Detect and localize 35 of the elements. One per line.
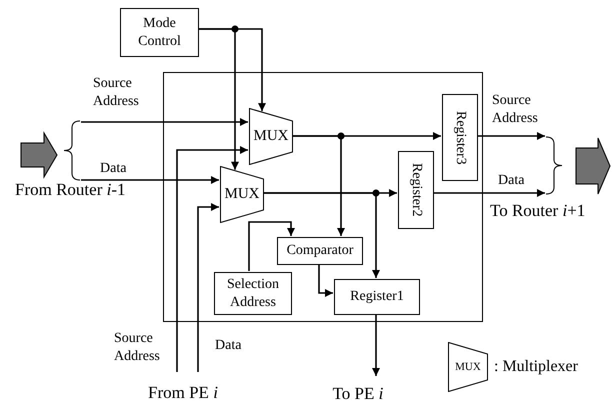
port-label: From PE i [148, 384, 218, 401]
arrow [292, 135, 345, 236]
multiplexer-legend-symbol: MUX [448, 342, 488, 392]
edge-label: Data [498, 172, 526, 190]
multiplexer-symbol: MUX [220, 166, 264, 223]
router-unit-frame [163, 72, 483, 322]
arrow [199, 28, 239, 170]
arrow [81, 118, 248, 126]
arrow [81, 176, 219, 184]
port-label: From Router i-1 [15, 181, 126, 198]
arrow [433, 189, 545, 197]
edge-label: Source Address [492, 92, 539, 128]
legend-text: : Multiplexer [494, 359, 578, 375]
arrow [372, 314, 380, 376]
process-box: Selection Address [214, 272, 292, 315]
arrow [477, 132, 545, 140]
arrow [197, 203, 219, 372]
brace [63, 120, 81, 181]
edge-label: Data [215, 337, 242, 355]
arrow [176, 146, 248, 372]
register-box: Register2 [398, 151, 434, 229]
arrow [318, 264, 333, 297]
edge-label: Data [100, 160, 128, 178]
port-label: To Router i+1 [490, 202, 586, 219]
edge-label: Source Address [93, 75, 140, 112]
port-label: To PE i [328, 376, 388, 402]
edge-label: Source Address [114, 330, 161, 366]
process-box: Mode Control [120, 8, 199, 57]
arrow [248, 221, 295, 271]
register-box: Register3 [442, 94, 478, 181]
process-box: Comparator [277, 237, 363, 265]
process-box: Register1 [334, 279, 420, 315]
brace [545, 136, 563, 195]
arrow [263, 192, 380, 278]
multiplexer-symbol: MUX [249, 108, 293, 165]
